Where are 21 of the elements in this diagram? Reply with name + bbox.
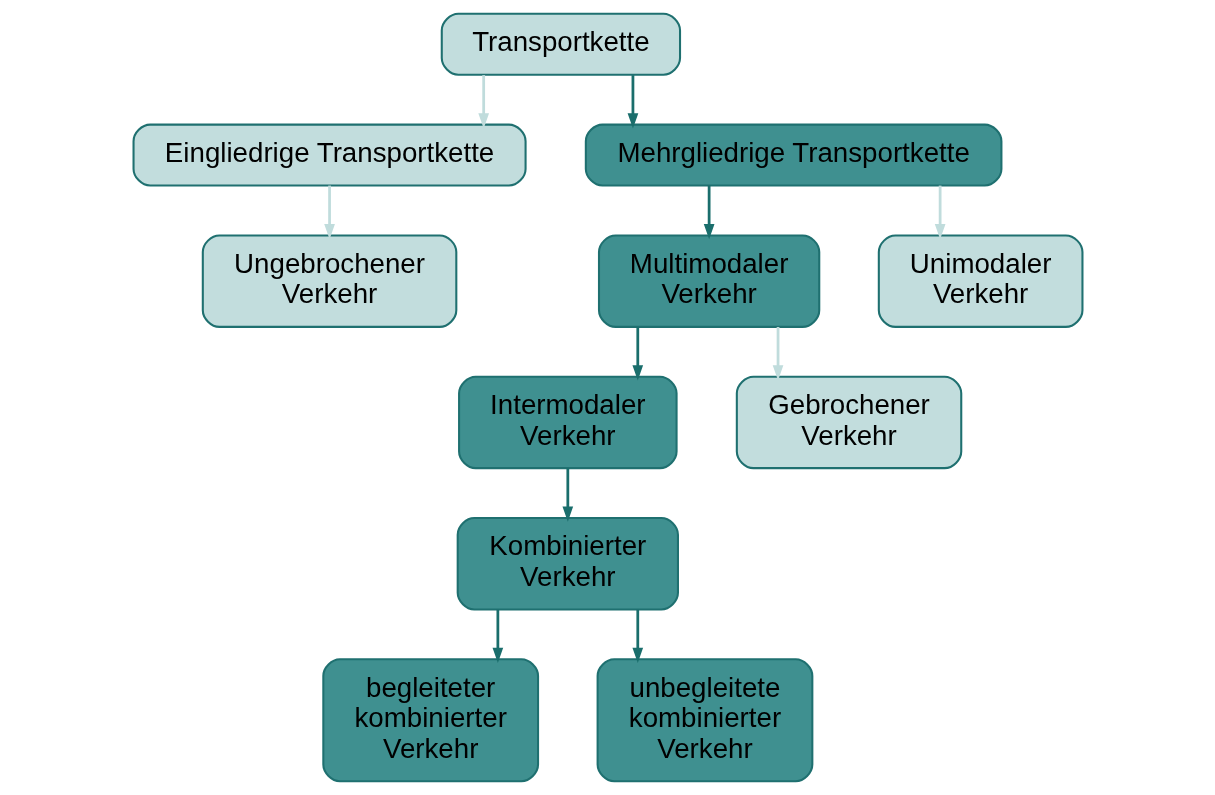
node-box: Eingliedrige Transportkette [132,123,527,187]
node-box: Mehrgliedrige Transportkette [584,123,1002,187]
node-box: Multimodaler Verkehr [597,234,820,328]
node-box: Gebrochener Verkehr [735,375,962,470]
node-box: unbegleitete kombinierter Verkehr [596,658,813,783]
node-box: Intermodaler Verkehr [457,375,678,470]
arrow [561,468,573,522]
arrow [934,185,945,240]
node-box: begleiteter kombinierter Verkehr [321,658,539,783]
arrow [492,609,503,663]
node-box: Unimodaler Verkehr [877,234,1083,328]
arrow [477,75,489,129]
arrow [627,75,638,129]
arrow [772,327,783,381]
node-box: Ungebrochener Verkehr [201,234,457,328]
arrow [631,327,643,381]
arrow [323,185,335,240]
arrow [631,609,643,663]
arrow [703,185,714,240]
node-box: Transportkette [440,12,681,76]
node-box: Kombinierter Verkehr [456,517,679,611]
